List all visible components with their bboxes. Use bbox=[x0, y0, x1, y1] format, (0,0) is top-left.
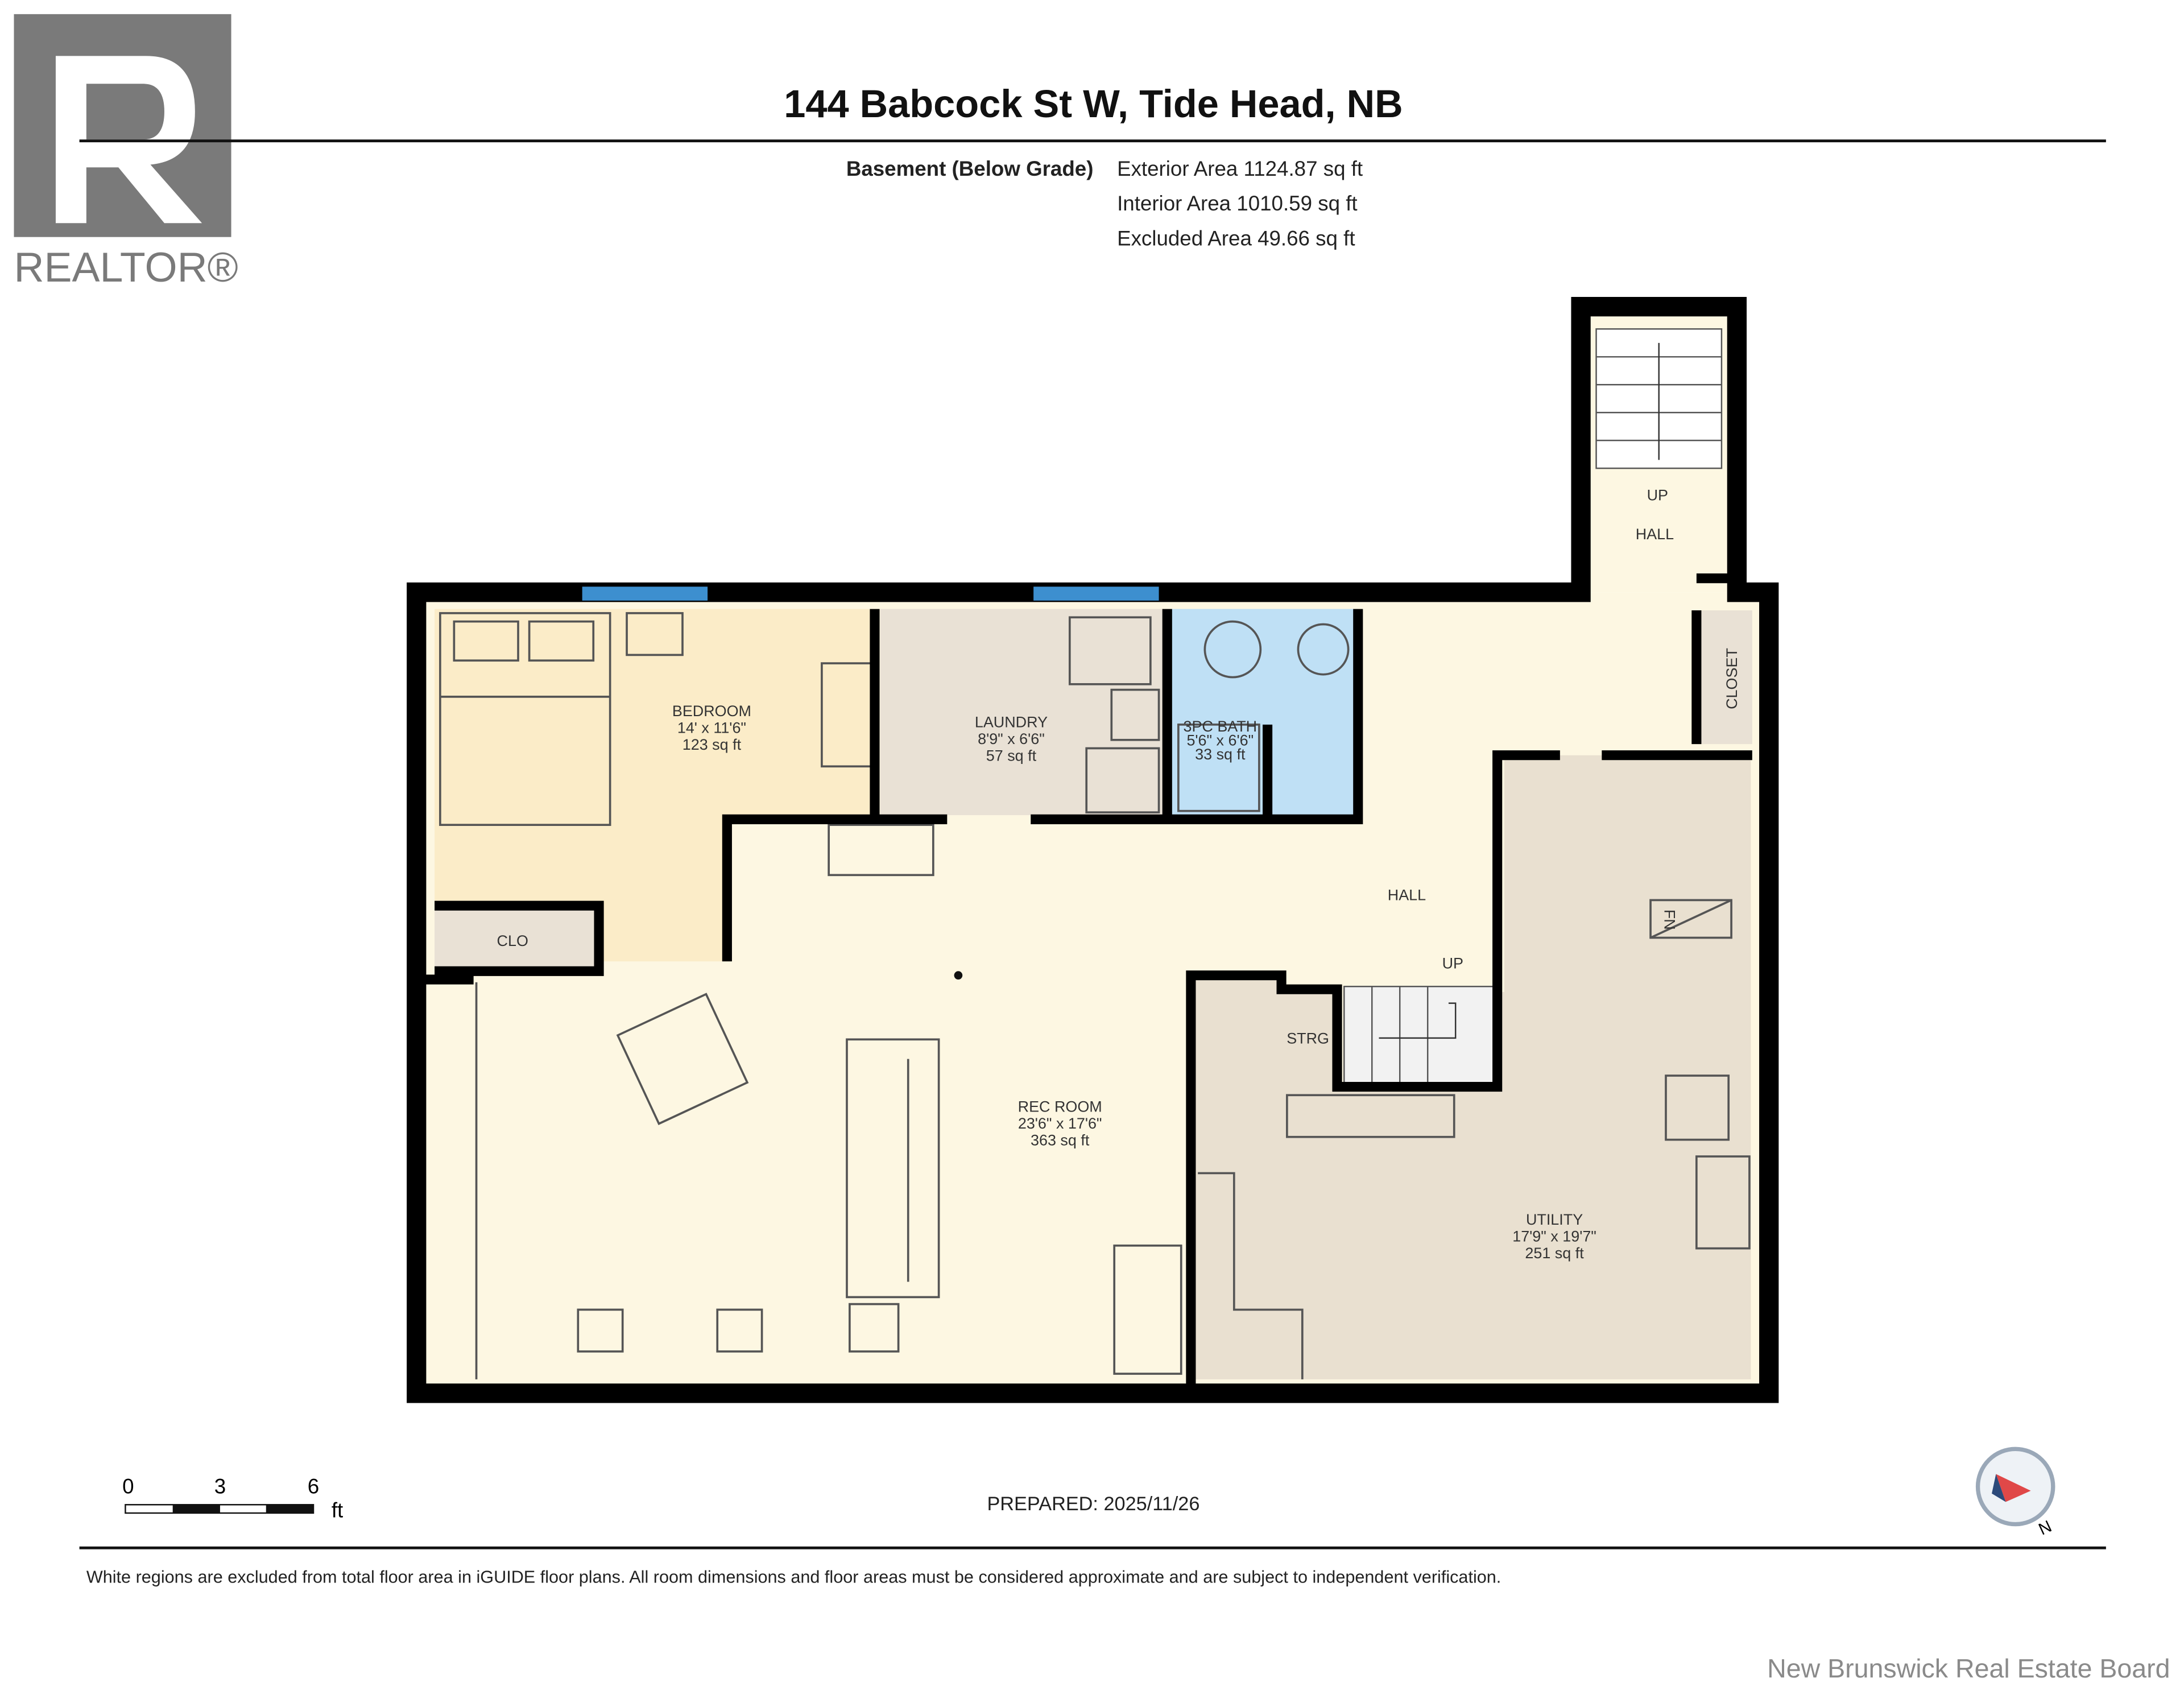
svg-text:3PC BATH: 3PC BATH bbox=[1183, 718, 1257, 735]
north-label: N bbox=[2036, 1517, 2054, 1539]
svg-text:14' x 11'6": 14' x 11'6" bbox=[677, 720, 746, 737]
floor-label: Basement (Below Grade) bbox=[846, 157, 1094, 180]
furnace bbox=[1649, 899, 1732, 939]
closet-label: CLOSET bbox=[1723, 648, 1740, 709]
room-bedroom: BEDROOM 14' x 11'6" 123 sq ft bbox=[672, 702, 751, 753]
svg-text:123 sq ft: 123 sq ft bbox=[682, 736, 742, 753]
realtor-wordmark: REALTOR® bbox=[14, 243, 238, 291]
svg-text:23'6" x 17'6": 23'6" x 17'6" bbox=[1018, 1115, 1102, 1132]
prepared-date: PREPARED: 2025/11/26 bbox=[987, 1493, 1199, 1515]
svg-text:ft: ft bbox=[332, 1498, 343, 1522]
realtor-logo: REALTOR® bbox=[14, 14, 238, 291]
fn-label: FN bbox=[1661, 910, 1678, 930]
up-label-stair-tower: UP bbox=[1647, 487, 1668, 504]
svg-text:0: 0 bbox=[122, 1475, 134, 1498]
svg-text:17'9" x 19'7": 17'9" x 19'7" bbox=[1512, 1228, 1596, 1245]
clo-fill bbox=[435, 908, 597, 972]
svg-text:REC ROOM: REC ROOM bbox=[1018, 1098, 1102, 1115]
laundry-fill bbox=[880, 609, 1163, 816]
exterior-area: Exterior Area 1124.87 sq ft bbox=[1117, 157, 1363, 180]
compass-icon: N bbox=[1975, 1447, 2055, 1539]
scale-bar: 0 3 6 ft bbox=[122, 1475, 343, 1522]
svg-text:251 sq ft: 251 sq ft bbox=[1525, 1245, 1584, 1262]
svg-text:LAUNDRY: LAUNDRY bbox=[975, 714, 1048, 731]
svg-text:3: 3 bbox=[214, 1475, 226, 1498]
watermark: New Brunswick Real Estate Board bbox=[1767, 1654, 2170, 1683]
room-laundry: LAUNDRY 8'9" x 6'6" 57 sq ft bbox=[975, 714, 1048, 765]
room-rec: REC ROOM 23'6" x 17'6" 363 sq ft bbox=[1018, 1098, 1102, 1149]
utility-fill bbox=[1190, 755, 1751, 1379]
page-title: 144 Babcock St W, Tide Head, NB bbox=[784, 82, 1403, 126]
bed bbox=[439, 612, 611, 826]
svg-text:5'6" x 6'6": 5'6" x 6'6" bbox=[1186, 732, 1254, 749]
sink bbox=[1297, 623, 1350, 676]
armchair bbox=[616, 993, 749, 1125]
upper-hall-label: HALL bbox=[1636, 526, 1674, 543]
furniture bbox=[439, 612, 1751, 1379]
svg-text:8'9" x 6'6": 8'9" x 6'6" bbox=[978, 730, 1045, 747]
svg-text:BEDROOM: BEDROOM bbox=[672, 702, 751, 720]
svg-text:UTILITY: UTILITY bbox=[1526, 1211, 1583, 1228]
strg-label: STRG bbox=[1287, 1030, 1329, 1047]
interior-area: Interior Area 1010.59 sq ft bbox=[1117, 192, 1358, 215]
room-utility: UTILITY 17'9" x 19'7" 251 sq ft bbox=[1512, 1211, 1596, 1262]
svg-text:57 sq ft: 57 sq ft bbox=[986, 747, 1037, 765]
closet-fill bbox=[1696, 610, 1752, 745]
hall-label: HALL bbox=[1388, 886, 1426, 903]
marker-dot bbox=[954, 971, 963, 980]
up-label-lower: UP bbox=[1442, 954, 1463, 972]
svg-text:33 sq ft: 33 sq ft bbox=[1195, 746, 1246, 763]
disclaimer: White regions are excluded from total fl… bbox=[86, 1567, 1501, 1586]
excluded-area: Excluded Area 49.66 sq ft bbox=[1117, 226, 1355, 250]
svg-text:6: 6 bbox=[308, 1475, 319, 1498]
stairs bbox=[1343, 328, 1723, 1088]
room-bath: 3PC BATH 5'6" x 6'6" 33 sq ft bbox=[1183, 718, 1257, 763]
clo-label: CLO bbox=[497, 932, 528, 949]
shower bbox=[1177, 724, 1260, 812]
svg-text:363 sq ft: 363 sq ft bbox=[1031, 1131, 1090, 1148]
walls bbox=[407, 296, 1779, 1403]
toilet bbox=[1203, 620, 1262, 679]
sofa bbox=[846, 1038, 940, 1299]
